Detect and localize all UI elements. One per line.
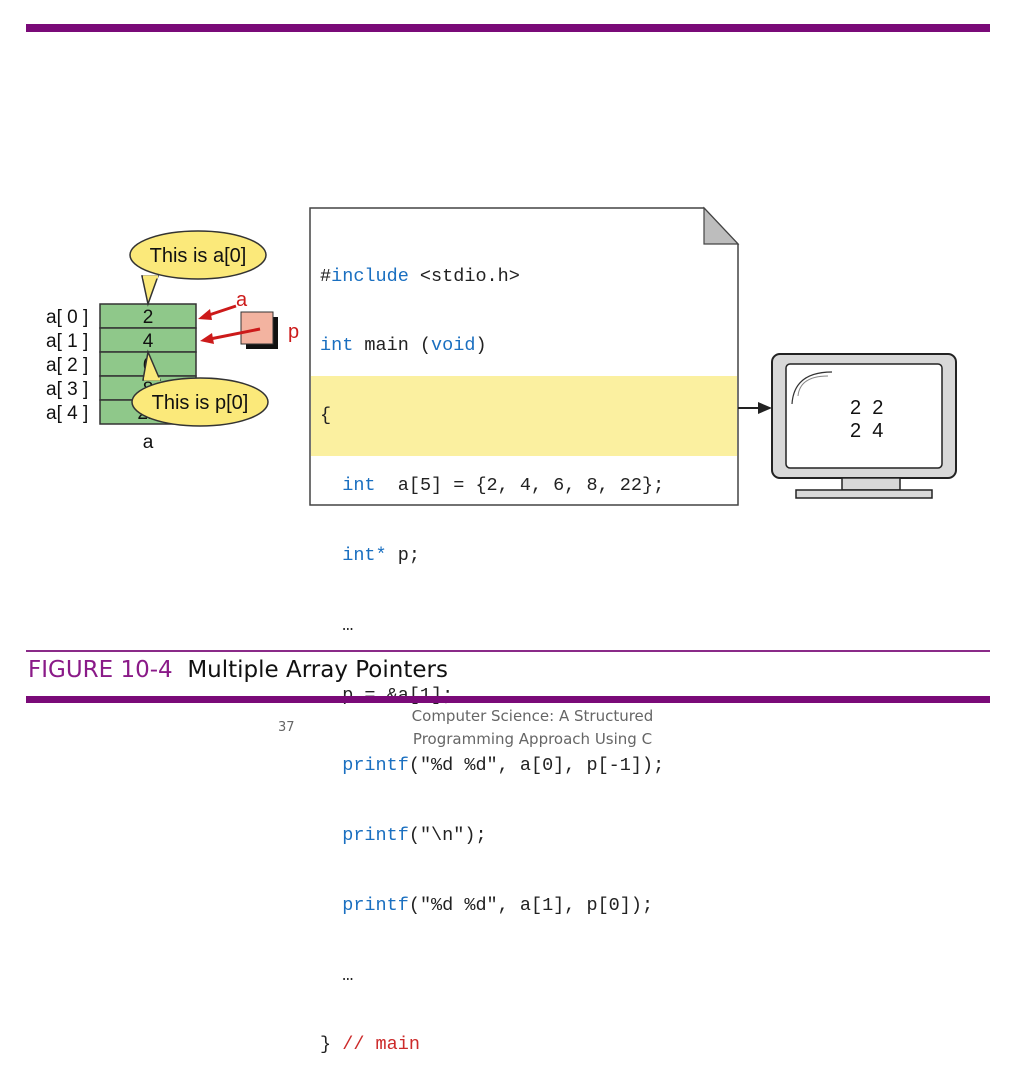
bubble-top: This is a[0]: [129, 230, 267, 307]
code-text: <stdio.h>: [408, 265, 520, 287]
index-label-4: a[ 4 ]: [46, 403, 88, 424]
array-pointer-diagram: a[ 0 ] a[ 1 ] a[ 2 ] a[ 3 ] a[ 4 ] 2 4 6…: [46, 206, 957, 506]
code-highlight: [311, 376, 737, 456]
footer-line-2: Programming Approach Using C: [412, 730, 653, 748]
code-line-8: printf("%d %d", a[0], p[-1]);: [320, 754, 740, 777]
figure-caption: FIGURE 10-4 Multiple Array Pointers: [28, 657, 448, 683]
code-text: main (: [353, 335, 432, 357]
array-value-1: 4: [143, 331, 154, 352]
code-text: }: [320, 1034, 332, 1056]
code-line-6: …: [320, 614, 740, 637]
index-label-1: a[ 1 ]: [46, 331, 88, 352]
code-keyword: printf: [342, 754, 409, 776]
pointer-a-label: a: [236, 289, 248, 311]
index-label-2: a[ 2 ]: [46, 355, 88, 376]
code-line-4: int a[5] = {2, 4, 6, 8, 22};: [320, 474, 740, 497]
array-cell-1: [99, 327, 197, 353]
code-text: ): [475, 335, 487, 357]
code-keyword: int: [342, 475, 376, 497]
pointer-p-label: p: [288, 321, 299, 343]
caption-divider: [26, 650, 990, 652]
code-text: …: [342, 615, 354, 637]
code-keyword: int*: [342, 545, 387, 567]
code-line-5: int* p;: [320, 544, 740, 567]
bubble-bottom-text: This is p[0]: [152, 392, 249, 414]
code-line-11: …: [320, 964, 740, 987]
code-text: ("%d %d", a[1], p[0]);: [408, 894, 654, 916]
code-keyword: printf: [342, 894, 409, 916]
pointer-p-box: [240, 311, 278, 349]
top-accent-bar: [26, 24, 990, 32]
code-hash: #: [320, 265, 332, 287]
code-line-2: int main (void): [320, 334, 740, 357]
code-text: p;: [386, 545, 420, 567]
index-label-3: a[ 3 ]: [46, 379, 88, 400]
monitor-output-line-2: 2 4: [850, 420, 883, 442]
code-comment: // main: [331, 1034, 420, 1056]
index-label-0: a[ 0 ]: [46, 307, 88, 328]
code-keyword: include: [331, 265, 409, 287]
pointer-a-arrow: [198, 304, 237, 320]
page-fold-corner: [703, 206, 740, 245]
footer-line-1: Computer Science: A Structured: [411, 707, 654, 725]
figure-label: FIGURE 10-4: [28, 657, 173, 683]
bubble-top-text: This is a[0]: [150, 245, 247, 267]
footer-book-title: Computer Science: A Structured Programmi…: [390, 705, 675, 751]
code-line-12: } // main: [320, 1033, 740, 1056]
page-number: 37: [278, 720, 295, 735]
bubble-bottom: This is p[0]: [131, 349, 269, 427]
code-text: ("\n");: [408, 824, 487, 846]
output-arrow: [738, 402, 772, 414]
code-text: a[5] = {2, 4, 6, 8, 22};: [375, 475, 665, 497]
code-line-3: {: [320, 404, 740, 427]
code-keyword: void: [431, 335, 476, 357]
code-text: …: [342, 964, 354, 986]
code-line-10: printf("%d %d", a[1], p[0]);: [320, 894, 740, 917]
figure-title: Multiple Array Pointers: [187, 657, 448, 683]
code-keyword: printf: [342, 824, 409, 846]
code-line-9: printf("\n");: [320, 824, 740, 847]
bottom-accent-bar: [26, 696, 990, 703]
code-line-1: #include <stdio.h>: [320, 265, 740, 288]
code-listing: #include <stdio.h> int main (void) { int…: [320, 218, 740, 1080]
monitor-output-line-1: 2 2: [850, 397, 883, 419]
code-text: {: [320, 405, 332, 427]
monitor: [771, 353, 957, 499]
code-keyword: int: [320, 335, 354, 357]
code-text: ("%d %d", a[0], p[-1]);: [408, 754, 665, 776]
array-name-label: a: [143, 432, 154, 453]
array-value-0: 2: [143, 307, 154, 328]
pointer-p-arrow: [200, 327, 261, 344]
